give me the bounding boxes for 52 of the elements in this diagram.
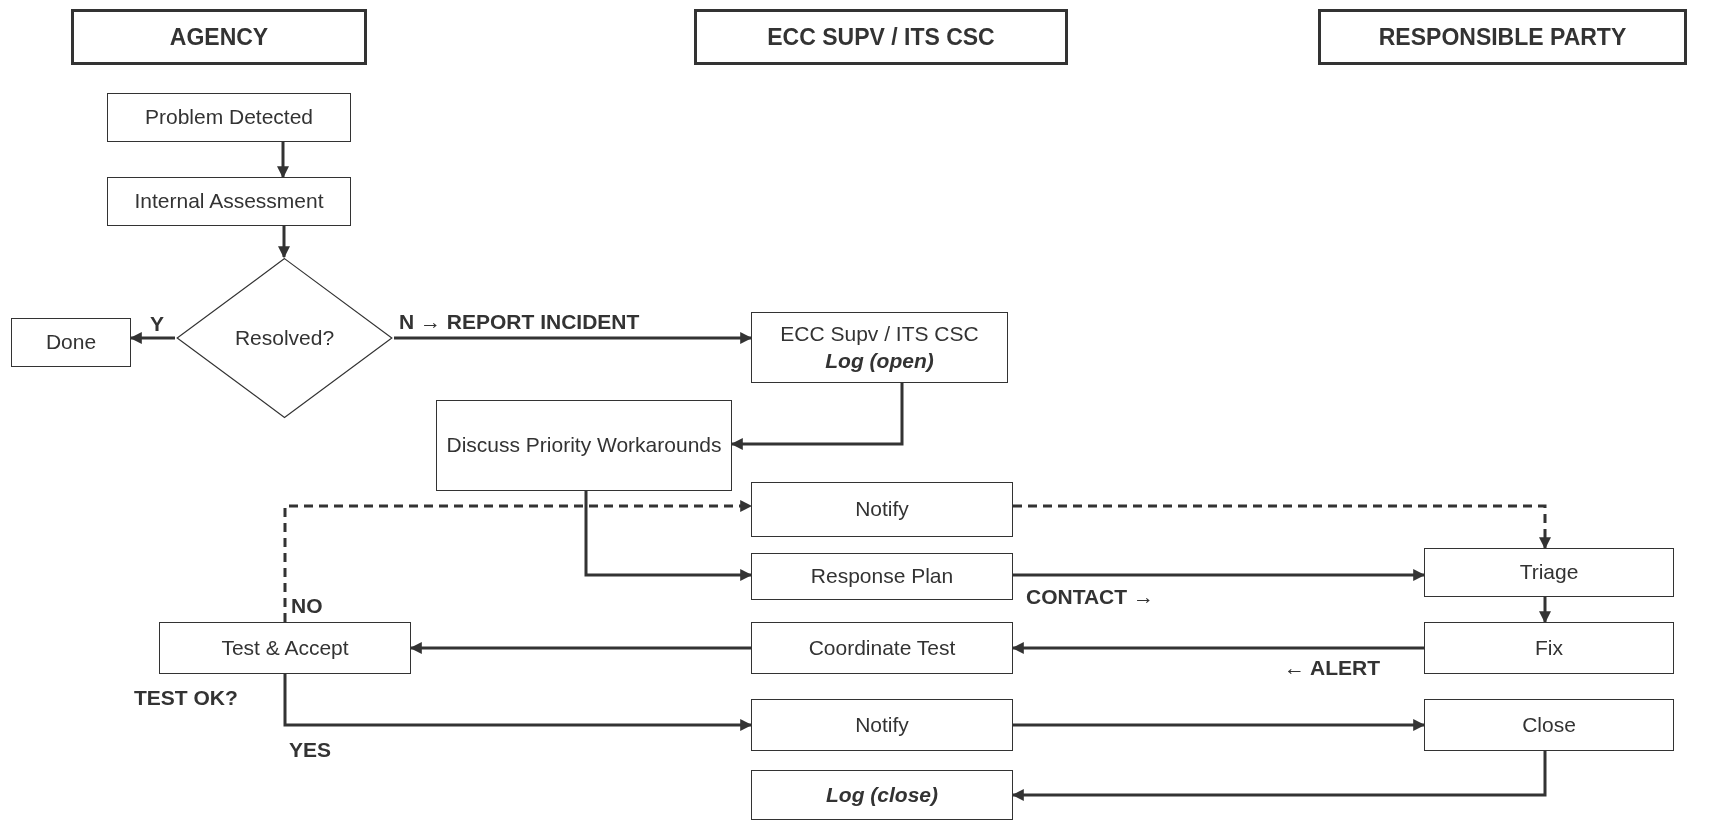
box-label: Internal Assessment xyxy=(134,188,324,215)
arrow xyxy=(283,674,753,731)
box-sublabel: Log (open) xyxy=(825,347,934,374)
box-label: Coordinate Test xyxy=(808,634,956,661)
process-box xyxy=(159,622,411,674)
lane-header xyxy=(1318,9,1687,65)
box-label: Discuss Priority Workarounds xyxy=(446,432,722,459)
decision-diamond xyxy=(175,257,394,419)
box-label: Response Plan xyxy=(810,563,954,590)
arrow xyxy=(1011,642,1424,654)
process-box xyxy=(751,553,1013,600)
process-box xyxy=(751,622,1013,674)
arrow xyxy=(277,142,289,179)
arrow xyxy=(394,332,753,344)
box-label: Fix xyxy=(1535,634,1563,661)
process-box xyxy=(751,770,1013,820)
process-box xyxy=(1424,699,1674,751)
arrow xyxy=(1011,751,1547,801)
arrow xyxy=(1013,504,1551,550)
box-label: Triage xyxy=(1519,559,1579,586)
process-box xyxy=(11,318,131,367)
box-label: Close xyxy=(1522,711,1576,738)
lane-header xyxy=(71,9,367,65)
box-label: Resolved? xyxy=(234,324,335,351)
arrow xyxy=(409,642,751,654)
process-box xyxy=(436,400,732,491)
box-label: AGENCY xyxy=(169,22,269,52)
process-box xyxy=(1424,622,1674,674)
arrow xyxy=(1539,597,1551,624)
arrow xyxy=(283,500,753,622)
process-box xyxy=(107,93,351,142)
process-box xyxy=(751,482,1013,537)
arrow xyxy=(1013,719,1426,731)
box-label: Done xyxy=(45,329,97,356)
box-label: ECC Supv / ITS CSC xyxy=(780,321,979,348)
arrow xyxy=(584,491,753,581)
arrow xyxy=(730,383,904,450)
arrow xyxy=(278,226,290,259)
arrow xyxy=(129,332,175,344)
box-label: Problem Detected xyxy=(144,104,314,131)
box-label: Notify xyxy=(855,711,909,738)
box-label: Test & Accept xyxy=(221,634,349,661)
box-label: ECC SUPV / ITS CSC xyxy=(767,22,995,52)
lane-header xyxy=(694,9,1068,65)
process-box xyxy=(751,699,1013,751)
box-label: RESPONSIBLE PARTY xyxy=(1378,22,1627,52)
process-box xyxy=(1424,548,1674,597)
box-label: Log (close) xyxy=(826,781,938,808)
arrow xyxy=(1013,569,1426,581)
box-label: Notify xyxy=(855,496,909,523)
process-box xyxy=(107,177,351,226)
process-box xyxy=(751,312,1008,383)
